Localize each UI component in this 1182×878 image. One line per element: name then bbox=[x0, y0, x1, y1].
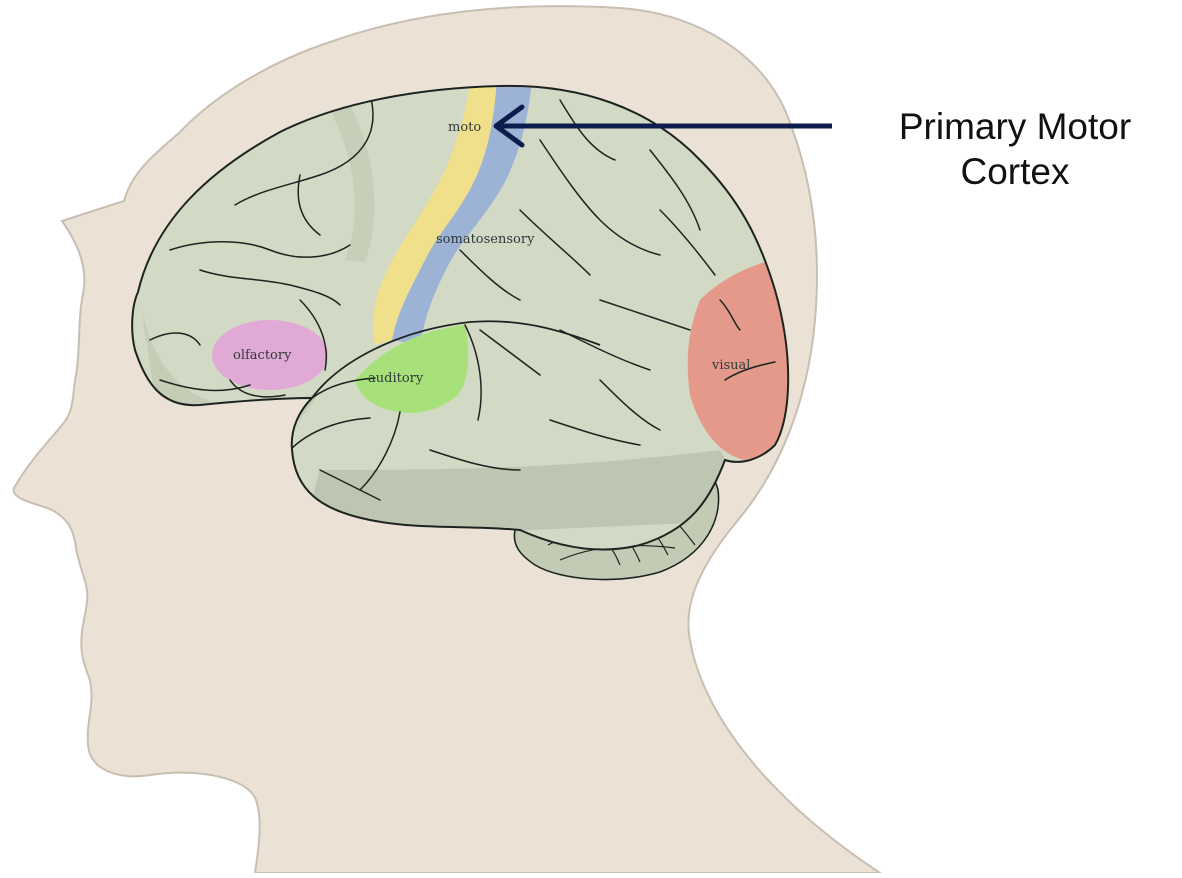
primary-motor-cortex-callout: Primary Motor Cortex bbox=[845, 104, 1182, 194]
label-somatosensory: somatosensory bbox=[436, 232, 535, 247]
callout-line-1: Primary Motor bbox=[845, 104, 1182, 149]
label-visual: visual bbox=[711, 358, 750, 373]
label-motor: moto bbox=[448, 120, 481, 135]
label-olfactory: olfactory bbox=[233, 348, 292, 363]
label-auditory: auditory bbox=[368, 371, 424, 386]
callout-line-2: Cortex bbox=[845, 149, 1182, 194]
